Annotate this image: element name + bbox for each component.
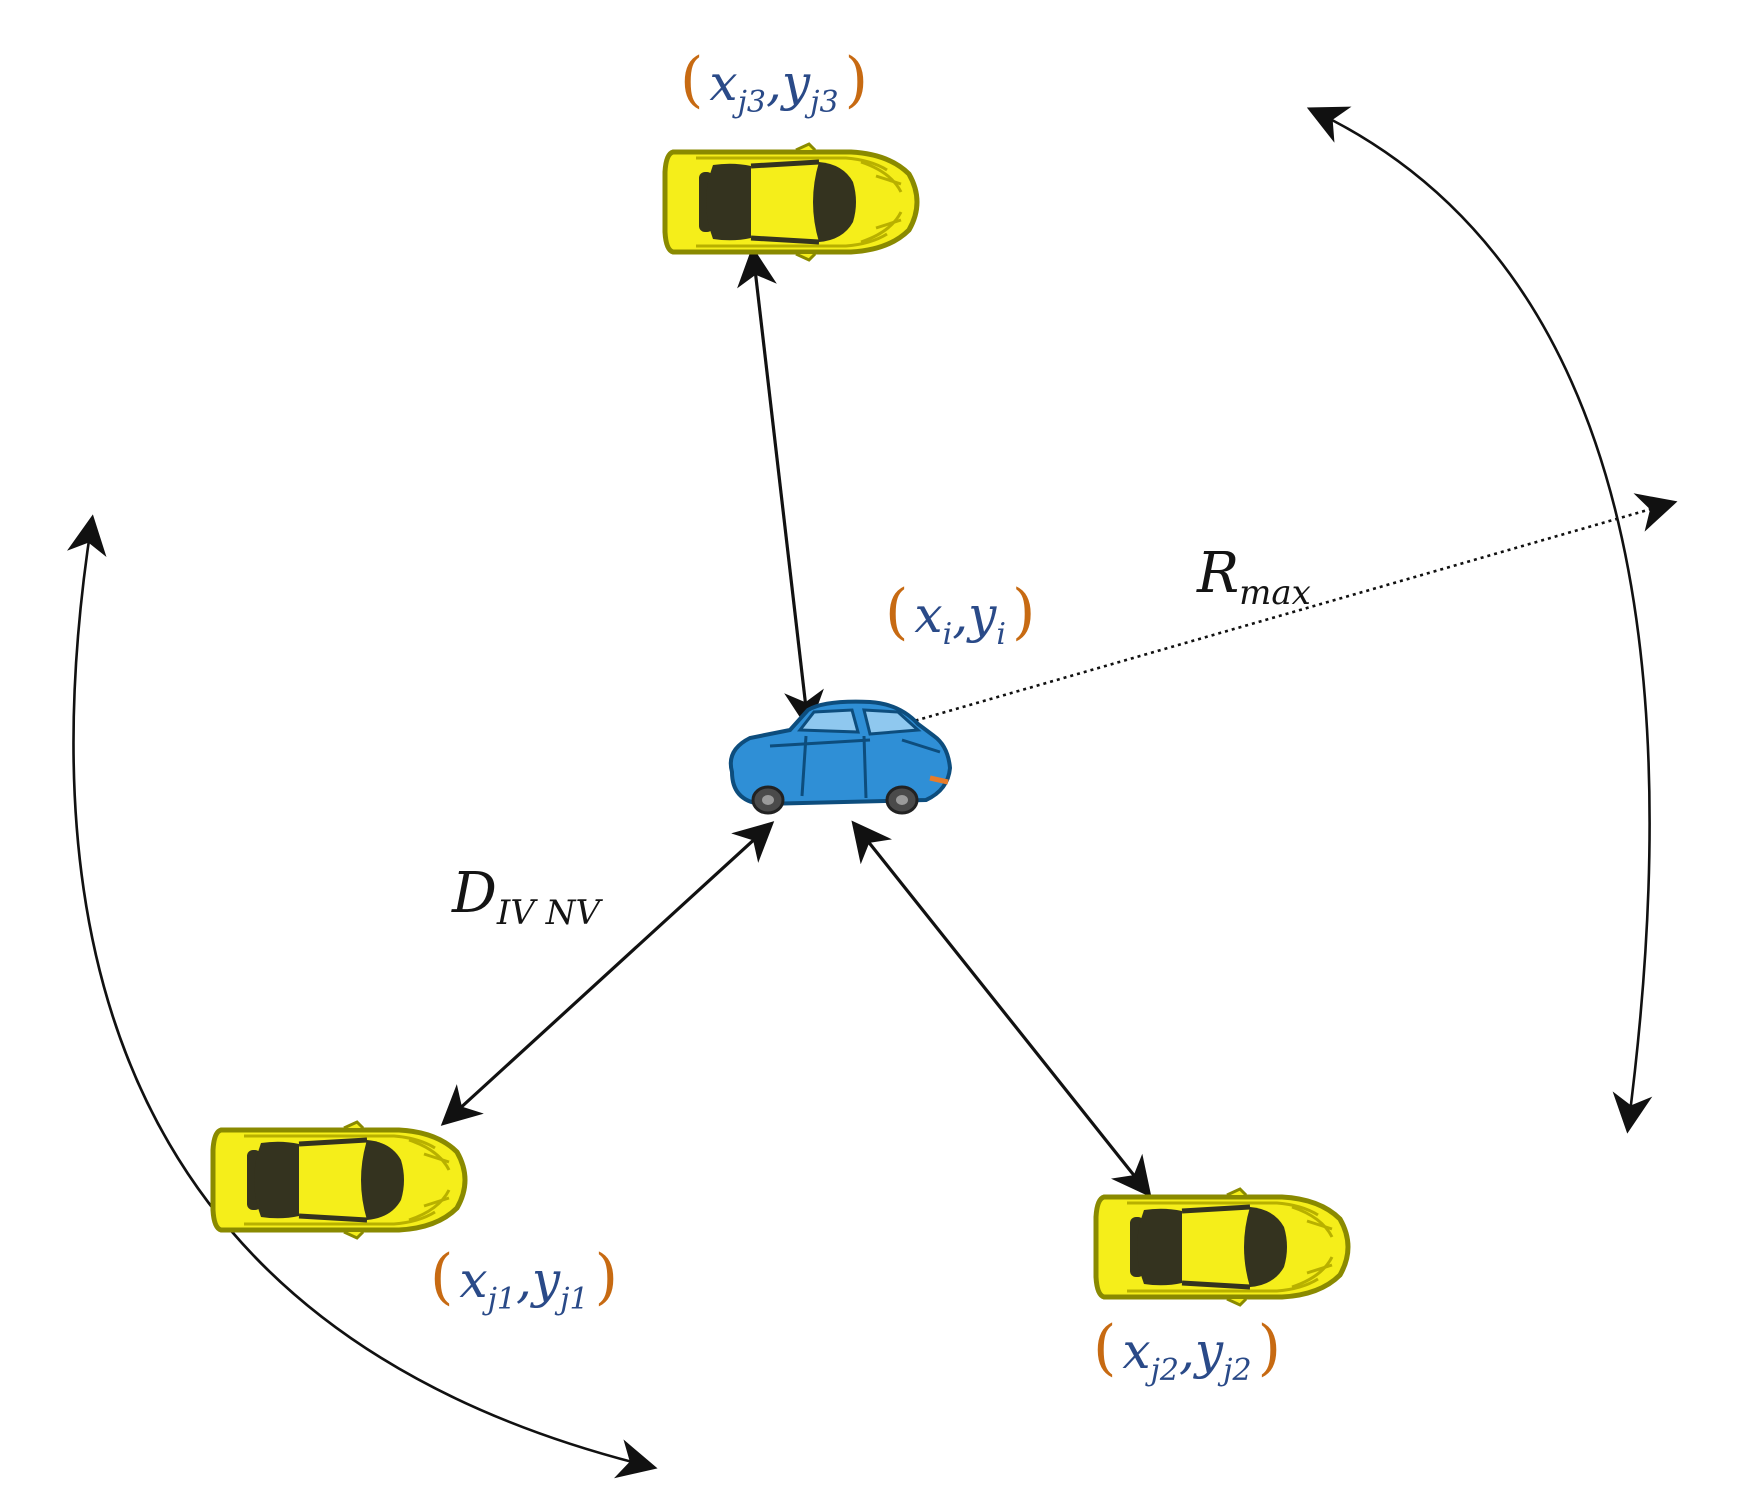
link-arrow-j3 [737,246,824,731]
ego-vehicle [728,699,953,815]
range-label-rmax: Rmax [1196,541,1311,613]
yellow-sports-car-icon [1096,1189,1348,1305]
yellow-sports-car-icon [665,144,917,260]
range-arc-left [66,514,658,1479]
yellow-sports-car-icon [213,1122,465,1238]
coord-label-j3: (xj3,yj3) [680,45,868,120]
neighbor-vehicle-j3 [665,144,917,260]
coord-label-j1: (xj1,yj1) [430,1242,618,1317]
neighbor-vehicle-j1 [213,1122,465,1238]
coord-label-j2: (xj2,yj2) [1093,1313,1281,1388]
link-arrow-j2 [851,820,1152,1198]
neighbor-vehicle-j2 [1096,1189,1348,1305]
blue-sedan-icon [728,699,953,815]
range-arc-right [1306,106,1653,1134]
coord-label-ego: (xi,yi) [885,577,1035,652]
distance-label-divnv: DIV NV [451,861,603,933]
